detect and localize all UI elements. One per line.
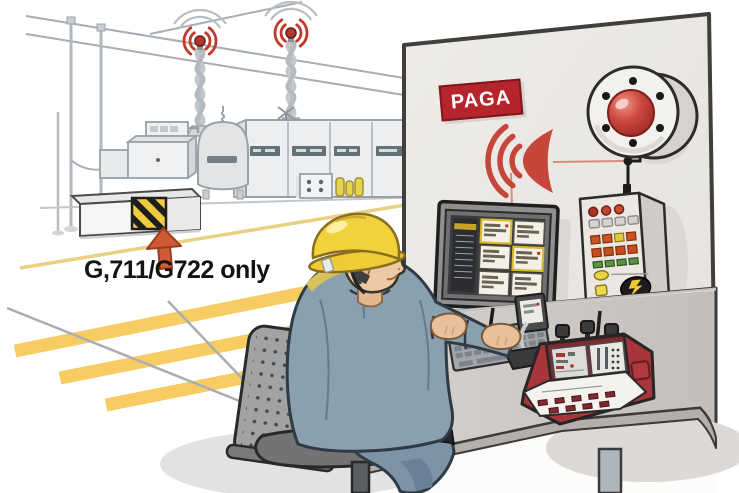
chair-post [350, 460, 371, 493]
signal-waves-icon [182, 26, 218, 56]
desk-leg [597, 447, 623, 493]
gas-cylinders [335, 177, 364, 197]
outdoor-area [6, 0, 433, 463]
chin-strap [350, 271, 367, 295]
signal-wiring [510, 156, 642, 207]
operator [285, 212, 522, 493]
desk-front-edge [365, 407, 717, 493]
status-tiles [477, 218, 546, 298]
status-monitor [433, 199, 560, 313]
left-hand [429, 312, 468, 341]
console-keys [537, 390, 616, 414]
equipment-boxes [99, 121, 200, 180]
paga-console [520, 320, 656, 426]
storage-tank [197, 106, 249, 200]
bell-screws [602, 77, 664, 147]
speaker-waves-icon [485, 123, 553, 199]
codec-annotation: G,711/G722 only [84, 256, 270, 284]
operator-jacket [285, 254, 516, 453]
console-display-marks [555, 347, 620, 373]
zone-control-panel [578, 191, 671, 310]
beacon-light [194, 35, 206, 47]
antenna-mast-left [173, 8, 227, 137]
paga-sign: PAGA [438, 78, 524, 122]
right-hand [480, 322, 522, 351]
radio-arcs [173, 8, 227, 29]
console-side-port [630, 360, 651, 381]
annotation-arrow [146, 227, 182, 270]
lightning-icon [628, 279, 643, 297]
alarm-bell [586, 65, 699, 160]
hazard-stripes [130, 196, 168, 231]
red-dome-button [607, 89, 655, 137]
hard-hat-icon [308, 212, 406, 274]
roof-antenna [277, 106, 295, 120]
hazard-striped-cabinet [69, 187, 203, 240]
process-cabinets [233, 106, 427, 199]
panel-buttons [587, 204, 652, 301]
desk-intercom-mic [503, 292, 555, 371]
desk-shadow [546, 414, 739, 482]
